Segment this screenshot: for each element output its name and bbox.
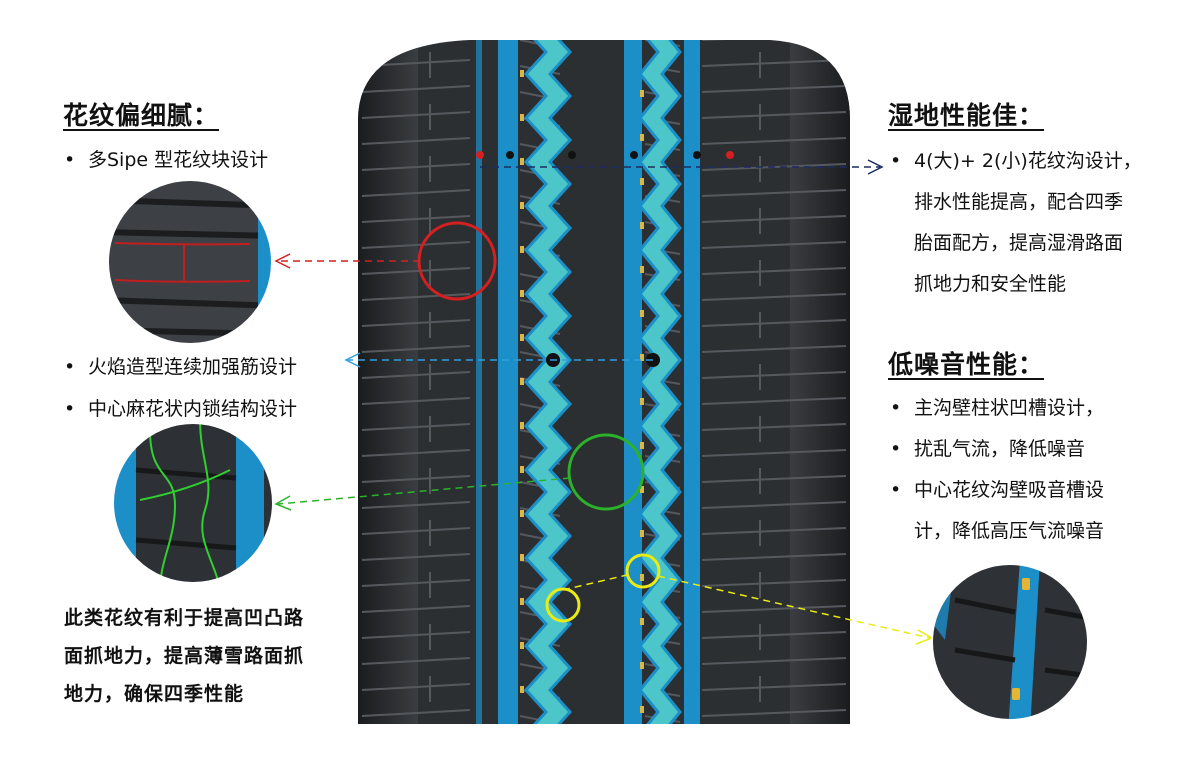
fine-pattern-bullets: 多Sipe 型花纹块设计 [62,139,268,181]
tire-tread-illustration [358,40,850,724]
wet-performance-title: 湿地性能佳： [888,101,1045,130]
wet-line-3: 胎面配方，提高湿滑路面 [914,232,1124,254]
bullet-flame-rib: 火焰造型连续加强筋设计 [62,346,297,388]
wet-line-2: 排水性能提高，配合四季 [914,191,1124,213]
low-noise-bullets: 主沟壁柱状凹槽设计， 扰乱气流，降低噪音 中心花纹沟壁吸音槽设 计，降低高压气流… [888,388,1104,552]
noise-slot-highlight-1 [545,587,581,623]
noise-line-2: 计，降低高压气流噪音 [914,520,1105,542]
bullet-wet-grooves: 4(大)+ 2(小)花纹沟设计， 排水性能提高，配合四季 胎面配方，提高湿滑路面… [888,141,1142,305]
fine-pattern-title: 花纹偏细腻： [63,101,220,130]
interlock-highlight-circle [567,433,645,511]
bullet-airflow: 扰乱气流，降低噪音 [888,429,1104,470]
low-noise-title: 低噪音性能： [888,350,1045,379]
summary-paragraph: 此类花纹有利于提高凹凸路 面抓地力，提高薄雪路面抓 地力，确保四季性能 [64,599,304,713]
wet-performance-bullets: 4(大)+ 2(小)花纹沟设计， 排水性能提高，配合四季 胎面配方，提高湿滑路面… [888,141,1142,305]
wet-line-4: 抓地力和安全性能 [914,273,1067,295]
summary-line-1: 此类花纹有利于提高凹凸路 [64,607,305,629]
bullet-sipe: 多Sipe 型花纹块设计 [62,139,268,181]
sipe-zoom-inset [107,179,273,345]
summary-line-3: 地力，确保四季性能 [64,683,245,705]
noise-slot-highlight-2 [625,553,661,589]
wet-line-1: 4(大)+ 2(小)花纹沟设计， [914,150,1142,172]
noise-line-1: 中心花纹沟壁吸音槽设 [914,479,1105,501]
bullet-interlock: 中心麻花状内锁结构设计 [62,388,297,430]
bullet-pillar-grooves: 主沟壁柱状凹槽设计， [888,388,1104,429]
summary-line-2: 面抓地力，提高薄雪路面抓 [64,645,305,667]
noise-groove-zoom-inset [931,563,1089,721]
bullet-sound-slots: 中心花纹沟壁吸音槽设 计，降低高压气流噪音 [888,470,1104,552]
interlock-zoom-inset [112,422,274,584]
rib-design-bullets: 火焰造型连续加强筋设计 中心麻花状内锁结构设计 [62,346,297,430]
